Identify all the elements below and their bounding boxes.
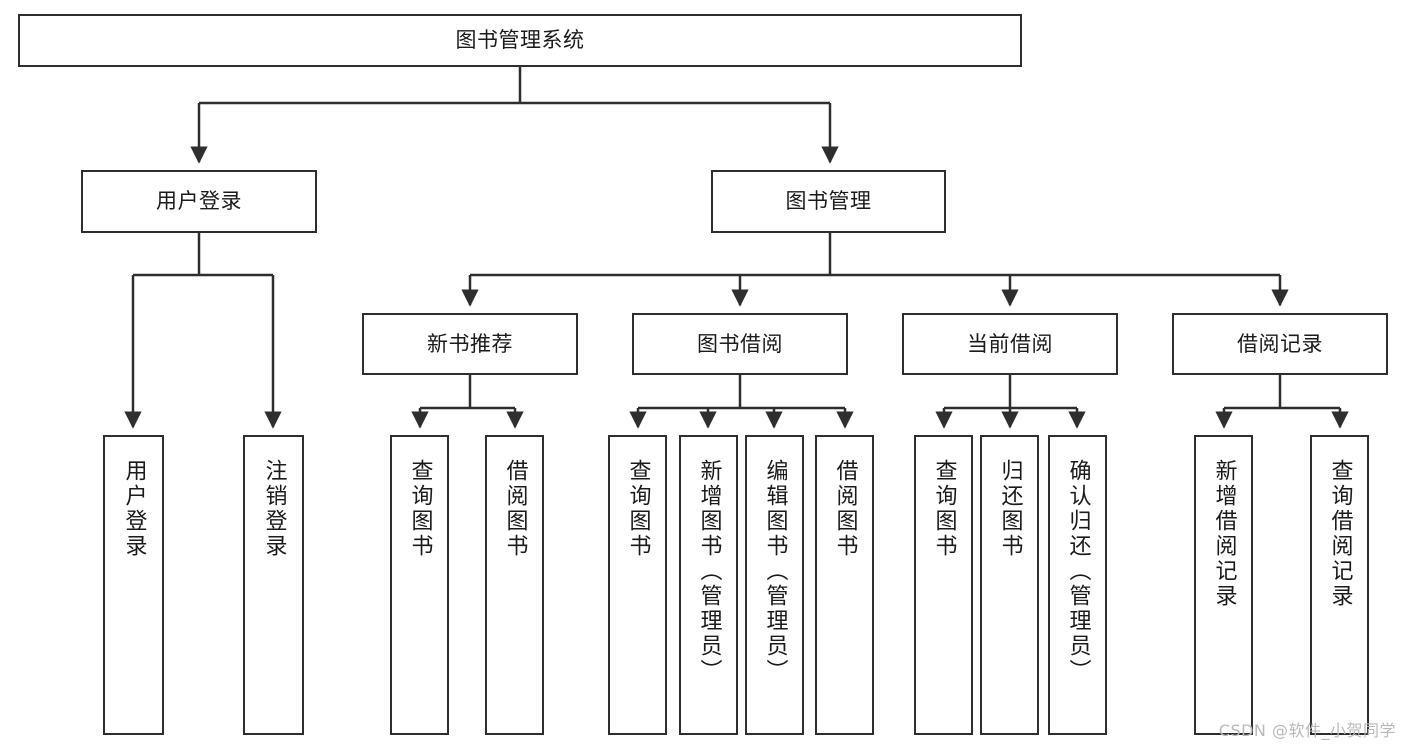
node-leaf-confirm-return-label: 确认归还（管理员） [1065,459,1091,684]
node-leaf-borrow-book-rec[interactable]: 借阅图书 [485,435,544,735]
node-leaf-edit-book-label: 编辑图书（管理员） [762,459,788,684]
node-leaf-return-book[interactable]: 归还图书 [980,435,1039,735]
node-leaf-query-book-cur-label: 查询图书 [931,459,957,559]
node-leaf-confirm-return[interactable]: 确认归还（管理员） [1048,435,1107,735]
node-user-login-label: 用户登录 [156,189,242,214]
node-leaf-logout-label: 注销登录 [261,459,287,559]
node-leaf-query-book-cur[interactable]: 查询图书 [914,435,973,735]
watermark: CSDN @软件_小贺同学 [1218,721,1396,740]
node-current-borrow[interactable]: 当前借阅 [902,313,1118,375]
node-leaf-add-record[interactable]: 新增借阅记录 [1194,435,1253,735]
node-borrow-record-label: 借阅记录 [1237,331,1323,356]
node-leaf-query-book-rec-label: 查询图书 [407,459,433,559]
node-leaf-add-book[interactable]: 新增图书（管理员） [679,435,738,735]
node-leaf-query-book-label: 查询图书 [625,459,651,559]
node-user-login[interactable]: 用户登录 [81,170,317,233]
node-leaf-return-book-label: 归还图书 [997,459,1023,559]
node-root[interactable]: 图书管理系统 [18,14,1022,67]
node-leaf-user-login-label: 用户登录 [121,459,147,559]
node-book-manage-label: 图书管理 [785,189,872,214]
node-leaf-user-login[interactable]: 用户登录 [103,435,164,735]
node-borrow-record[interactable]: 借阅记录 [1172,313,1388,375]
node-book-manage[interactable]: 图书管理 [711,170,946,233]
node-leaf-query-record[interactable]: 查询借阅记录 [1310,435,1369,735]
node-leaf-query-book[interactable]: 查询图书 [608,435,667,735]
node-book-borrow-label: 图书借阅 [697,331,783,356]
node-current-borrow-label: 当前借阅 [967,331,1053,356]
node-book-borrow[interactable]: 图书借阅 [632,313,848,375]
node-leaf-borrow-book[interactable]: 借阅图书 [815,435,874,735]
node-leaf-query-book-rec[interactable]: 查询图书 [390,435,449,735]
node-new-book-recommend-label: 新书推荐 [427,331,513,356]
node-leaf-borrow-book-label: 借阅图书 [832,459,858,559]
node-leaf-logout[interactable]: 注销登录 [243,435,304,735]
node-leaf-add-book-label: 新增图书（管理员） [696,459,722,684]
node-leaf-borrow-book-rec-label: 借阅图书 [502,459,528,559]
node-root-label: 图书管理系统 [455,28,585,53]
node-leaf-query-record-label: 查询借阅记录 [1327,459,1353,609]
node-leaf-edit-book[interactable]: 编辑图书（管理员） [745,435,804,735]
node-new-book-recommend[interactable]: 新书推荐 [362,313,578,375]
node-leaf-add-record-label: 新增借阅记录 [1211,459,1237,609]
